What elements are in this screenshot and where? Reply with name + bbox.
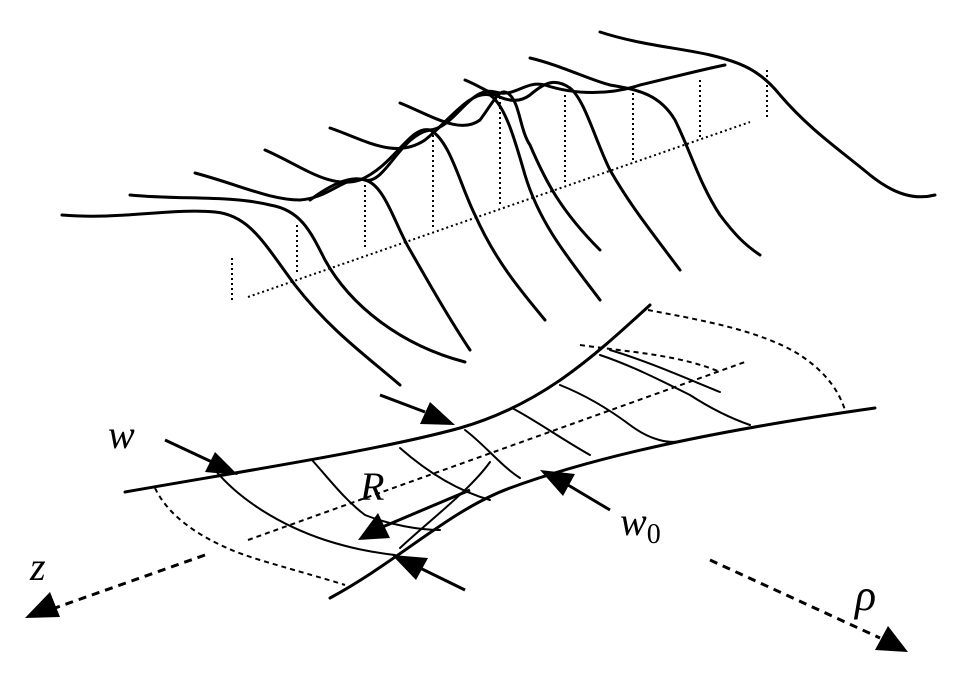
envelope-back-right	[647, 309, 846, 411]
wavefront-5	[511, 407, 591, 456]
z-axis-head	[25, 592, 60, 618]
profile-curve-4	[263, 128, 547, 322]
labels: w R w0 z ρ	[29, 412, 876, 620]
w-top-arrow-head	[420, 402, 455, 425]
label-w0-subscript: 0	[647, 519, 661, 550]
envelope-back-left	[154, 487, 346, 586]
label-z: z	[29, 544, 46, 589]
wavefront-8	[609, 349, 721, 393]
profile-curve-9	[598, 30, 937, 199]
coordinate-axes	[25, 553, 908, 652]
w-top-arrow-shaft	[379, 393, 426, 414]
w0-lower-arrow-shaft	[419, 566, 466, 592]
rho-axis-head	[875, 626, 908, 652]
projection-lines	[231, 70, 768, 303]
label-rho: ρ	[853, 571, 876, 620]
wavefront-3	[399, 447, 491, 501]
wavefront-7	[599, 354, 751, 426]
beam-axis-projection	[247, 121, 751, 298]
beam-axis	[247, 361, 746, 541]
profile-curve-7	[463, 78, 682, 272]
profile-curve-8	[528, 56, 762, 257]
profile-curve-6	[398, 90, 602, 252]
beam-envelope	[123, 303, 877, 600]
wavefront-2	[311, 459, 441, 531]
w-arrow-head	[205, 452, 238, 475]
profile-curve-5	[328, 93, 602, 302]
intensity-profiles	[60, 30, 937, 387]
label-w0: w0	[620, 499, 661, 550]
wavefront-1	[214, 469, 396, 556]
label-w: w	[108, 412, 135, 457]
profile-curve-2	[128, 193, 467, 364]
peak-envelope	[308, 63, 727, 202]
wavefront-4	[464, 429, 521, 479]
w0-arrow-shaft	[567, 483, 611, 512]
wavefronts	[214, 349, 751, 556]
envelope-lower	[328, 406, 877, 600]
envelope-mid-dashed	[579, 344, 721, 373]
w-arrow-shaft	[164, 438, 213, 464]
waist-line	[399, 461, 491, 549]
z-axis	[54, 553, 206, 610]
w0-lower-arrow-head	[392, 555, 428, 580]
annotation-arrows	[164, 393, 611, 592]
profile-curve-1	[60, 209, 402, 387]
wavefront-6	[559, 384, 686, 443]
R-arrow-shaft	[379, 488, 471, 530]
w0-arrow-head	[540, 470, 575, 496]
R-arrow-head	[358, 513, 390, 540]
rho-axis	[709, 558, 881, 640]
label-R: R	[359, 464, 384, 509]
